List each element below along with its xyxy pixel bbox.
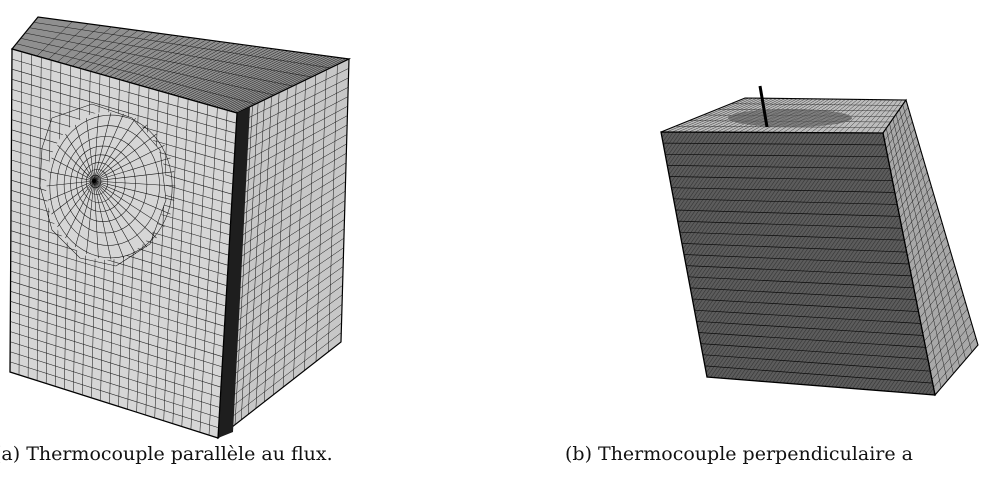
mesh-a-top-grid [16, 21, 347, 113]
caption-a: (a) Thermocouple parallèle au flux. [0, 443, 333, 465]
mesh-b-front-face [660, 131, 936, 396]
mesh-a-edge-band [218, 107, 250, 438]
mesh-figure [9, 16, 979, 440]
mesh-b-front-grid [663, 142, 933, 384]
caption-b: (b) Thermocouple perpendiculaire a [565, 443, 913, 465]
mesh-a-right-grid [218, 64, 349, 438]
mesh-a-radial-refinement [39, 103, 176, 267]
mesh-a-thermocouple-center [92, 179, 96, 183]
mesh-b-thermocouple-wire [758, 85, 769, 128]
mesh-a [9, 16, 352, 440]
mesh-b [660, 85, 979, 397]
mesh-b-top-refinement [728, 109, 852, 127]
mesh-b-right-grid [884, 104, 977, 388]
